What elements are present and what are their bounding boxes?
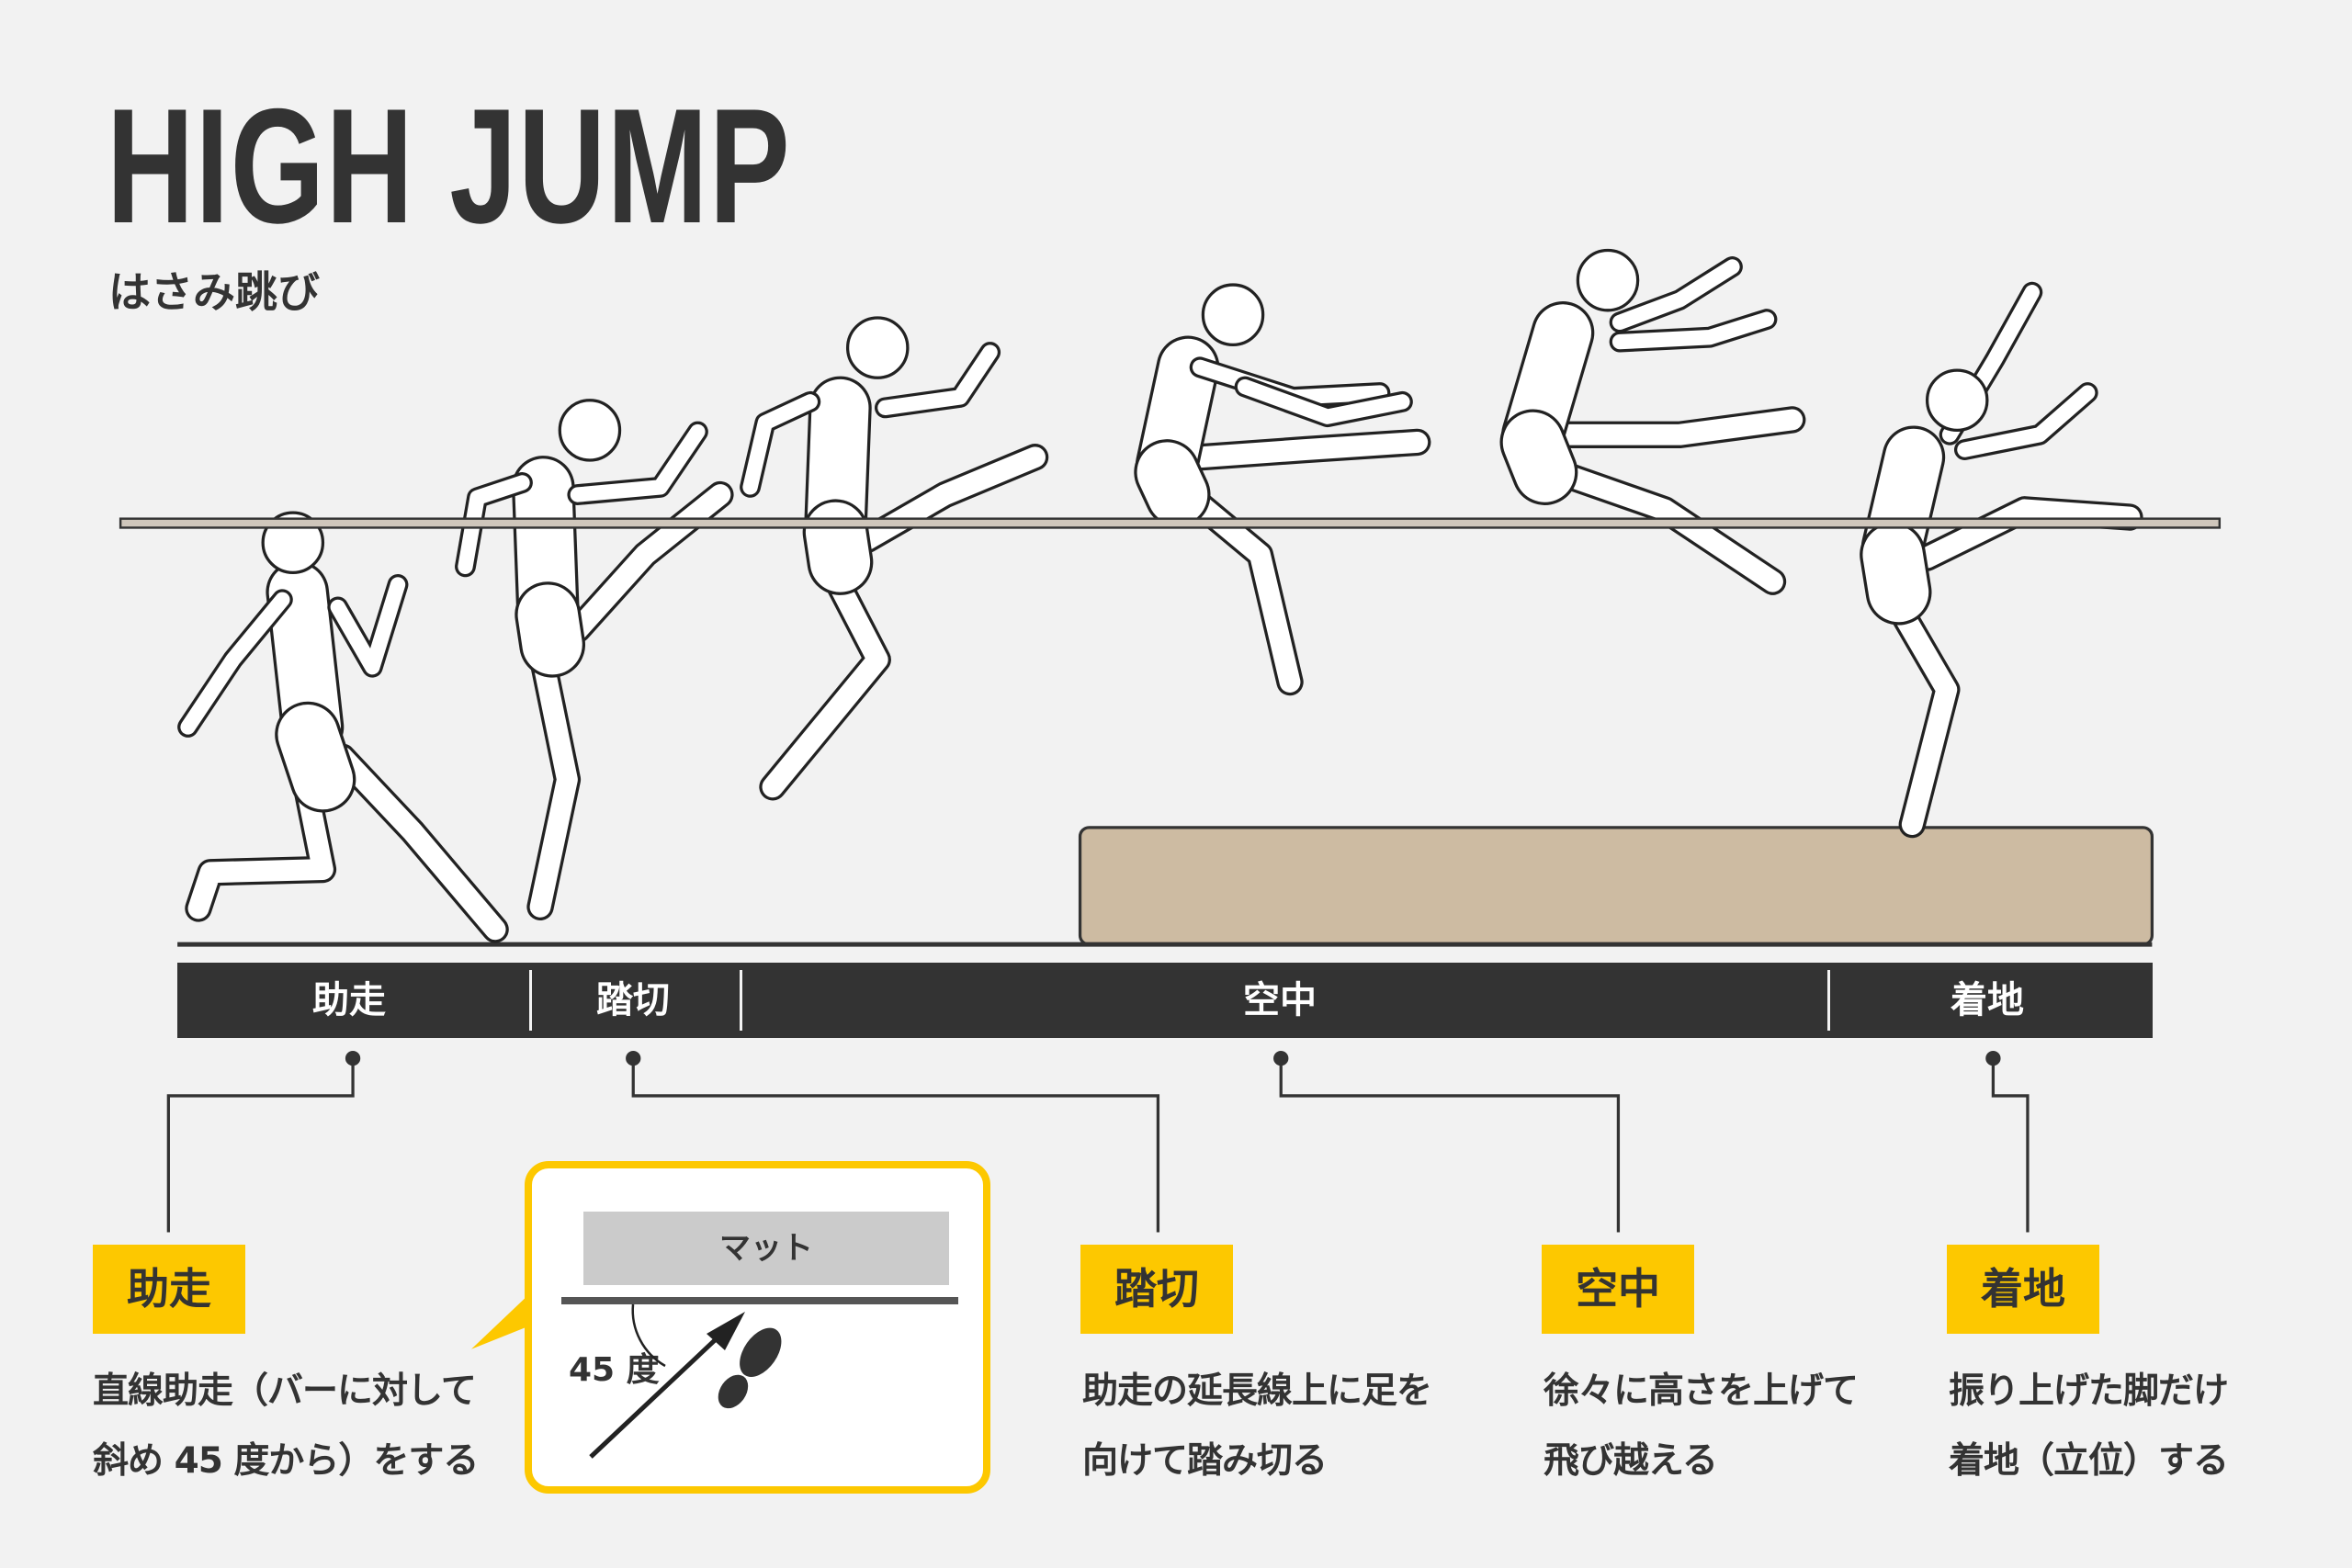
- step-desc-run-up: 直線助走（バーに対して 斜め 45 度から）をする: [93, 1357, 479, 1496]
- limb: [517, 584, 582, 675]
- limb: [1136, 442, 1208, 525]
- mat-label: マット: [583, 1212, 949, 1285]
- limb: [1611, 311, 1775, 350]
- athlete-figure-4: [1134, 283, 1431, 696]
- athlete-head: [1925, 368, 1989, 432]
- crossbar: [119, 517, 2222, 529]
- desc-line: 振り上げた脚だけ: [1949, 1371, 2229, 1412]
- limb: [1534, 457, 1783, 592]
- limb: [1189, 431, 1429, 468]
- step-tag-takeoff: 踏切: [1080, 1245, 1233, 1334]
- athlete-figure-1: [177, 511, 509, 943]
- athlete-figure-5: [1499, 248, 1806, 595]
- step-desc-flight: 徐々に高さを上げて 飛び越える: [1544, 1357, 1859, 1496]
- phase-label-flight: 空中: [1243, 979, 1317, 1021]
- athlete-head: [1201, 283, 1265, 346]
- desc-line: 飛び越える: [1544, 1440, 1718, 1482]
- limb: [458, 475, 530, 575]
- athlete-figures: [177, 248, 2143, 943]
- desc-line: 直線助走（バーに対して: [93, 1371, 477, 1412]
- desc-line: 向けて踏み切る: [1082, 1440, 1328, 1482]
- limb: [1611, 259, 1740, 331]
- step-desc-takeoff: 助走の延長線上に足を 向けて踏み切る: [1082, 1357, 1432, 1496]
- phase-label-landing: 着地: [1951, 979, 2024, 1021]
- limb: [277, 705, 354, 810]
- desc-line: 着地（立位）する: [1949, 1440, 2229, 1482]
- phase-divider: [529, 970, 532, 1031]
- athlete-head: [558, 399, 622, 462]
- limb: [1957, 385, 2096, 457]
- connector-dots: [345, 1050, 2001, 1066]
- limb: [742, 394, 818, 495]
- page-title: HIGH JUMP: [107, 74, 792, 257]
- step-desc-landing: 振り上げた脚だけ 着地（立位）する: [1949, 1357, 2229, 1496]
- athlete-figure-2: [455, 399, 734, 921]
- approach-angle-callout: マット 45 度: [525, 1161, 990, 1494]
- phase-divider: [740, 970, 742, 1031]
- angle-label: 45 度: [569, 1351, 660, 1389]
- limb: [187, 746, 334, 919]
- desc-line: 徐々に高さを上げて: [1544, 1371, 1859, 1412]
- limb: [180, 592, 290, 735]
- athlete-head: [845, 316, 910, 379]
- phase-label-run-up: 助走: [312, 979, 386, 1021]
- footprint-icon: [718, 1327, 782, 1409]
- limb: [877, 344, 998, 416]
- bar-line: [561, 1297, 958, 1304]
- limb: [1502, 412, 1576, 502]
- limb: [332, 746, 506, 941]
- desc-line: 助走の延長線上に足を: [1082, 1371, 1432, 1412]
- limb: [570, 423, 706, 502]
- limb: [330, 577, 406, 675]
- limb: [1177, 484, 1301, 693]
- limb: [529, 637, 578, 918]
- athlete-figure-3: [740, 316, 1049, 801]
- limb: [1237, 378, 1410, 424]
- connectors: [166, 1058, 2030, 1233]
- step-tag-landing: 着地: [1947, 1245, 2099, 1334]
- athlete-figure-6: [1860, 281, 2143, 839]
- athlete-head: [1576, 248, 1640, 312]
- phase-label-takeoff: 踏切: [596, 979, 670, 1021]
- limb: [1882, 586, 1958, 835]
- phase-bar: 助走 踏切 空中 着地: [177, 963, 2153, 1038]
- limb: [762, 561, 888, 798]
- landing-mat: [1078, 826, 2154, 946]
- desc-line: 斜め 45 度から）をする: [93, 1440, 479, 1482]
- phase-divider: [1827, 970, 1830, 1031]
- limb: [805, 502, 871, 592]
- arrow-icon: [589, 1303, 782, 1459]
- page-subtitle: はさみ跳び: [108, 267, 320, 317]
- limb: [1549, 409, 1804, 446]
- step-tag-run-up: 助走: [93, 1245, 245, 1334]
- limb: [1917, 499, 2141, 569]
- limb: [567, 484, 731, 640]
- callout-pointer: [470, 1292, 532, 1349]
- step-tag-flight: 空中: [1542, 1245, 1694, 1334]
- limb: [1862, 525, 1929, 623]
